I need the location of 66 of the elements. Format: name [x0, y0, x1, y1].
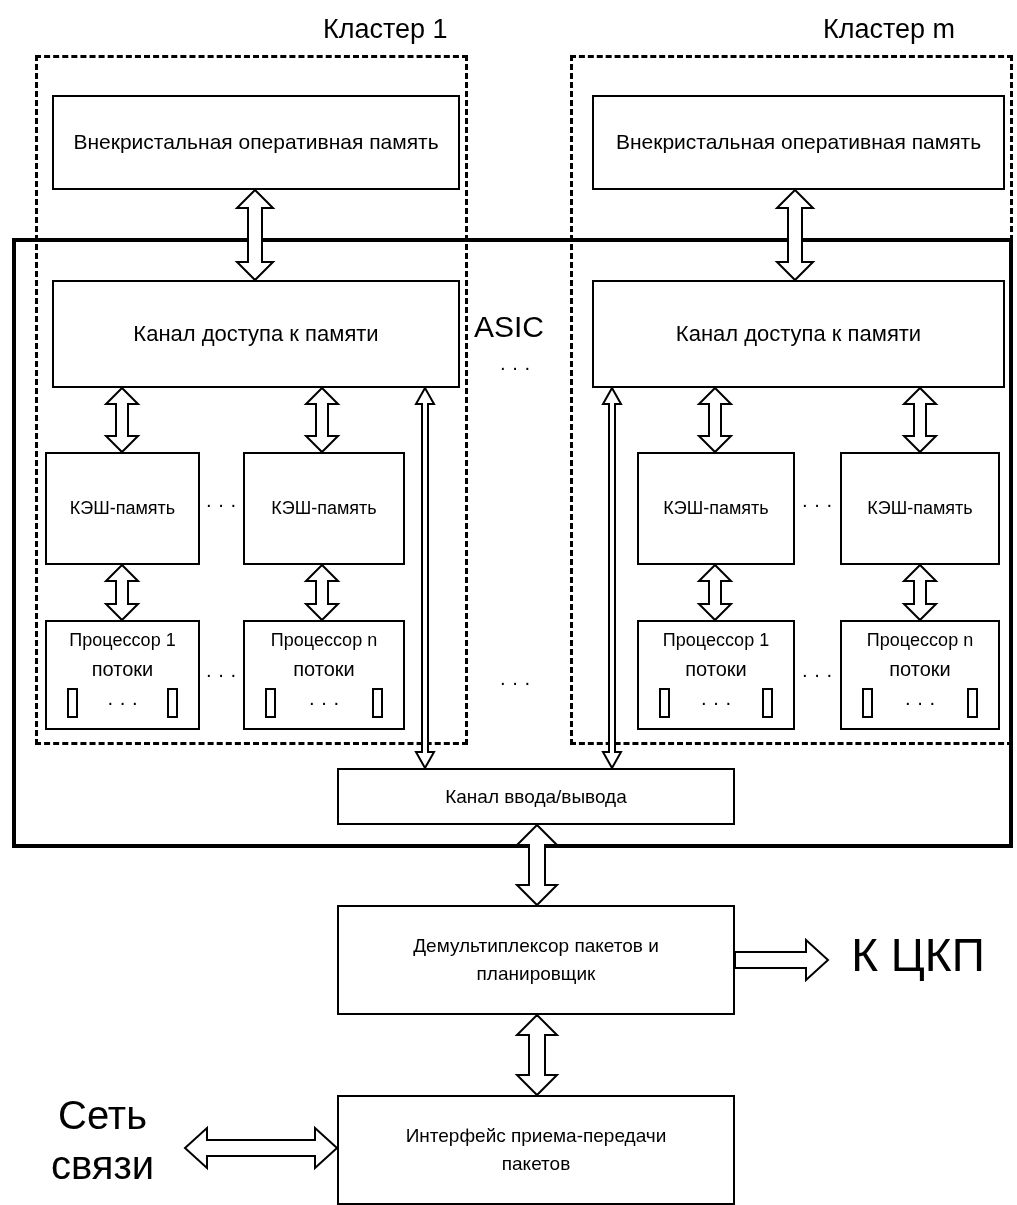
cluster-heading: Кластер 1 [323, 14, 448, 45]
block-box [637, 452, 795, 565]
block-box [243, 452, 405, 565]
ellipsis: · · · [204, 662, 238, 686]
ellipsis: · · · [800, 662, 834, 686]
destination-label: К ЦКП [851, 928, 985, 984]
double-arrow [103, 386, 141, 454]
destination-label: Сеть связи [49, 1092, 156, 1189]
double-arrow [901, 386, 939, 454]
threads-label: потоки [888, 658, 952, 681]
block-label: Канал доступа к памяти [133, 320, 379, 349]
double-arrow [514, 823, 560, 907]
ellipsis: · · · [903, 690, 937, 714]
block-box [52, 280, 460, 388]
block-box [592, 95, 1005, 190]
block-label: КЭШ-память [69, 497, 176, 521]
double-arrow [303, 563, 341, 622]
ellipsis: · · · [307, 690, 341, 714]
double-arrow [696, 563, 734, 622]
block-box [592, 280, 1005, 388]
processor-box [637, 620, 795, 730]
double-arrow [303, 386, 341, 454]
ellipsis: · · · [204, 492, 238, 516]
chip-label: ASIC [474, 310, 545, 344]
arrow [734, 937, 830, 983]
processor-box [243, 620, 405, 730]
ellipsis: · · · [498, 355, 532, 379]
processor-box [45, 620, 200, 730]
block-label: КЭШ-память [271, 497, 377, 521]
ellipsis: · · · [800, 492, 834, 516]
double-arrow [901, 563, 939, 622]
block-label: Внекристальная оперативная память [73, 129, 439, 156]
double-arrow [183, 1125, 339, 1171]
processor-label: Процессор n [269, 630, 379, 651]
block-box [337, 905, 735, 1015]
block-label: КЭШ-память [867, 497, 973, 521]
threads-label: потоки [684, 658, 748, 681]
processor-label: Процессор 1 [661, 630, 771, 651]
double-arrow [601, 385, 623, 771]
block-box [45, 452, 200, 565]
block-label: КЭШ-память [663, 497, 769, 521]
processor-box [840, 620, 1000, 730]
block-label: Демультиплексор пакетов и планировщик [412, 934, 660, 986]
double-arrow [774, 188, 816, 282]
block-box [337, 768, 735, 825]
processor-label: Процессор 1 [68, 630, 177, 651]
double-arrow [234, 188, 276, 282]
double-arrow [514, 1013, 560, 1097]
block-box [337, 1095, 735, 1205]
block-box [840, 452, 1000, 565]
ellipsis: · · · [498, 670, 532, 694]
block-label: Внекристальная оперативная память [615, 129, 982, 156]
cluster-heading: Кластер m [823, 14, 956, 45]
double-arrow [103, 563, 141, 622]
block-label: Канал ввода/вывода [445, 784, 627, 809]
ellipsis: · · · [699, 690, 733, 714]
double-arrow [414, 385, 436, 771]
block-label: Интерфейс приема-передачи пакетов [404, 1124, 668, 1176]
double-arrow [696, 386, 734, 454]
block-box [52, 95, 460, 190]
threads-label: потоки [292, 658, 356, 681]
processor-label: Процессор n [865, 630, 975, 651]
ellipsis: · · · [105, 690, 140, 714]
block-label: Канал доступа к памяти [675, 320, 922, 349]
chip-boundary [12, 238, 1013, 848]
threads-label: потоки [90, 658, 155, 681]
